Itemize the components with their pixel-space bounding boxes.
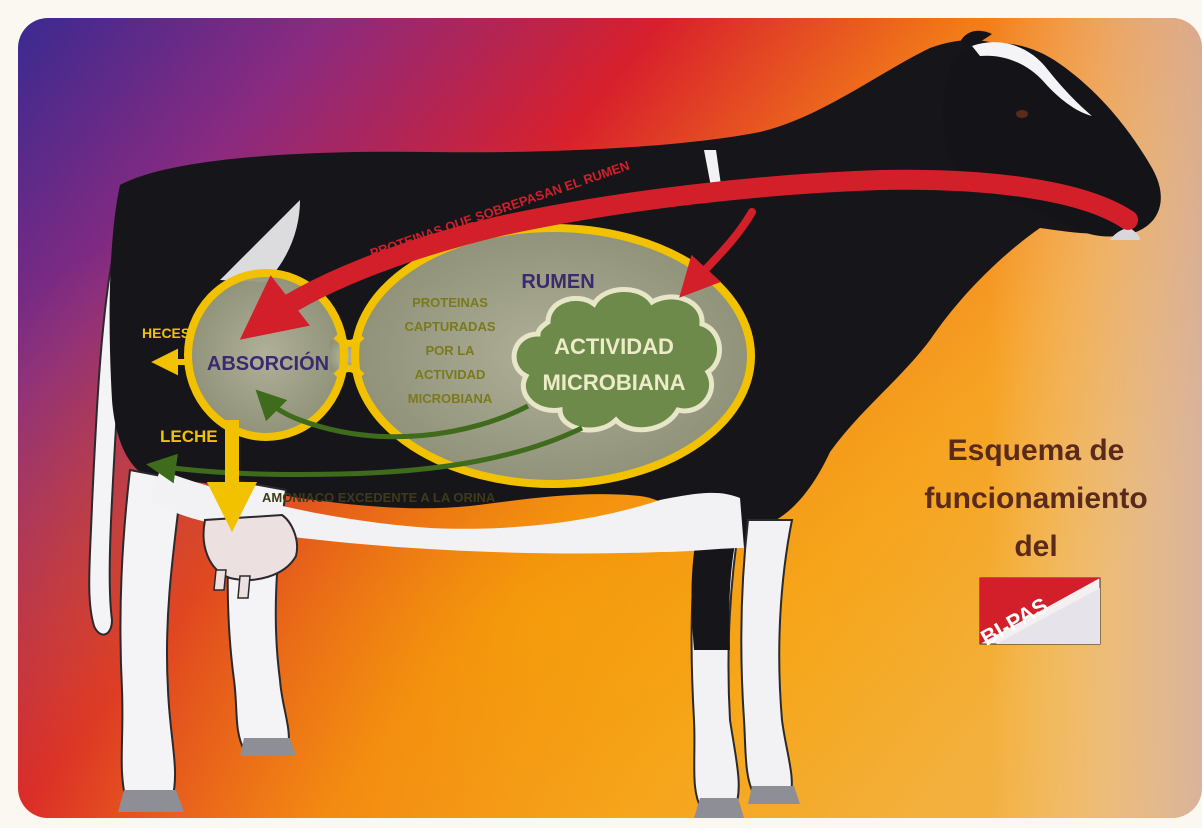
svg-text:PROTEINAS: PROTEINAS: [412, 295, 488, 310]
svg-text:CAPTURADAS: CAPTURADAS: [405, 319, 496, 334]
hoof-1: [118, 790, 184, 812]
bipas-logo: BI-PAS: [976, 578, 1100, 651]
caption-line-2: funcionamiento: [924, 482, 1147, 515]
caption-line-1: Esquema de: [948, 434, 1125, 467]
ammonia-label: AMONIACO EXCEDENTE A LA ORINA: [262, 490, 496, 505]
cow-eye: [1016, 110, 1028, 118]
feces-label: HECES: [142, 325, 190, 341]
rumen-label: RUMEN: [521, 271, 594, 293]
caption-line-3: del: [1014, 530, 1057, 563]
svg-text:ACTIVIDAD: ACTIVIDAD: [554, 334, 674, 359]
hoof-2: [240, 738, 296, 756]
absorption-label: ABSORCIÓN: [207, 351, 329, 375]
svg-text:MICROBIANA: MICROBIANA: [408, 391, 493, 406]
hoof-4: [748, 786, 800, 804]
hoof-3: [694, 798, 744, 818]
svg-text:ACTIVIDAD: ACTIVIDAD: [415, 367, 486, 382]
svg-text:POR LA: POR LA: [425, 343, 475, 358]
svg-text:MICROBIANA: MICROBIANA: [543, 370, 686, 395]
milk-label: LECHE: [160, 427, 218, 446]
